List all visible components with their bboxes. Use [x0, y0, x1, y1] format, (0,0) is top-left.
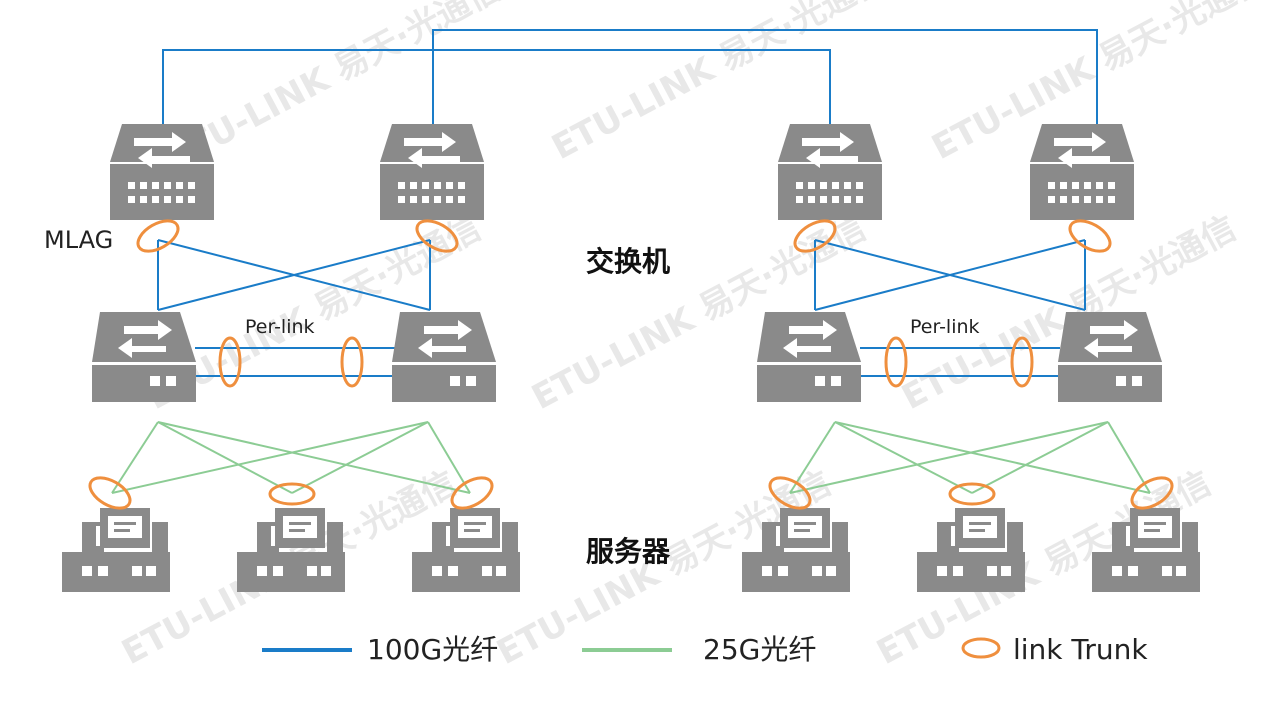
- legend-100g-label: 100G光纤: [367, 633, 498, 666]
- legend: 100G光纤 25G光纤 link Trunk: [262, 633, 1148, 666]
- spine-switch-4: [1030, 124, 1134, 220]
- legend-trunk-swatch: [961, 637, 1001, 659]
- switch-tier-label: 交换机: [586, 245, 670, 278]
- fiber-100g-right-mesh: [814, 239, 1086, 377]
- spine-switch-3: [778, 124, 882, 220]
- fiber-100g-top-links: [162, 29, 1098, 125]
- leaf-switch-4: [1058, 312, 1162, 402]
- leaf-switch-3: [757, 312, 861, 402]
- per-link-label-right: Per-link: [910, 316, 980, 338]
- top-link-a: [162, 49, 831, 125]
- legend-trunk-label: link Trunk: [1013, 633, 1148, 666]
- fiber-25g-left: [111, 421, 471, 494]
- server-5: [917, 508, 1025, 592]
- per-link-label-left: Per-link: [245, 316, 315, 338]
- spine-switch-2: [380, 124, 484, 220]
- server-3: [412, 508, 520, 592]
- legend-25g-label: 25G光纤: [703, 633, 816, 666]
- server-1: [62, 508, 170, 592]
- mlag-label: MLAG: [44, 226, 113, 254]
- top-link-b: [432, 29, 1098, 125]
- server-tier-label: 服务器: [586, 535, 671, 568]
- leaf-switch-2: [392, 312, 496, 402]
- leaf-switch-1: [92, 312, 196, 402]
- fiber-25g-right: [789, 421, 1151, 494]
- link-trunks: [88, 219, 1174, 510]
- spine-switch-1: [110, 124, 214, 220]
